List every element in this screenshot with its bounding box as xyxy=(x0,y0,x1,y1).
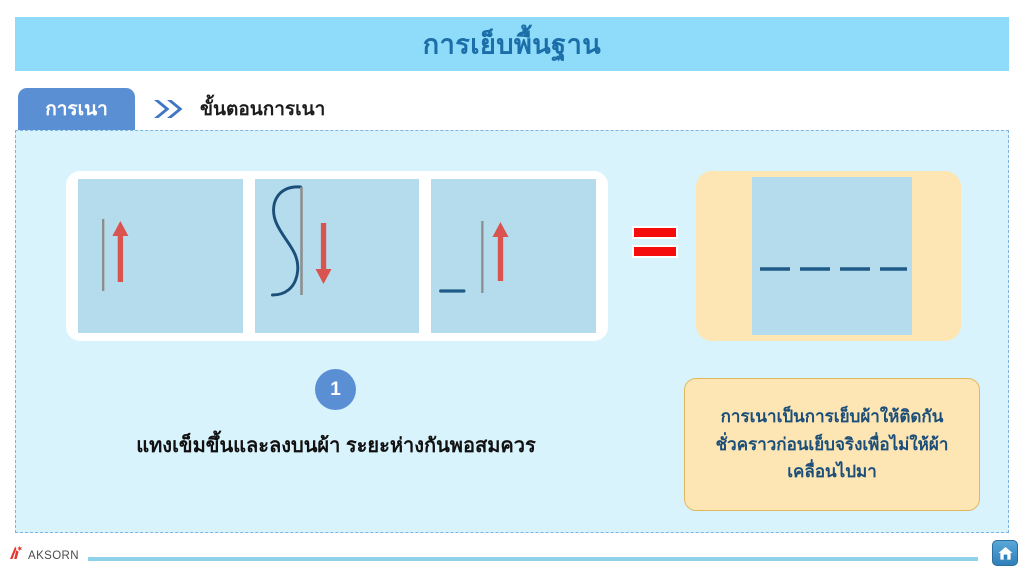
equals-bar-bottom xyxy=(632,245,678,258)
home-button[interactable] xyxy=(992,540,1018,566)
tab-basting[interactable]: การเนา xyxy=(18,88,135,130)
step-number-badge: 1 xyxy=(315,369,356,410)
brand-name: AKSORN xyxy=(28,549,79,562)
header-bar: การเย็บพื้นฐาน xyxy=(15,17,1009,71)
step-caption: แทงเข็มขึ้นและลงบนผ้า ระยะห่างกันพอสมควร xyxy=(136,435,536,457)
brand: AKSORN xyxy=(8,545,79,566)
double-chevron-right-icon xyxy=(152,98,186,120)
content-panel: 1 แทงเข็มขึ้นและลงบนผ้า ระยะห่างกันพอสมค… xyxy=(15,130,1009,533)
note-line-1: การเนาเป็นการเย็บผ้าให้ติดกัน xyxy=(720,407,944,427)
step-panel-3 xyxy=(431,179,597,333)
steps-illustration-card xyxy=(66,171,608,341)
tab-subtitle: ขั้นตอนการเนา xyxy=(200,99,326,120)
equals-bar-top xyxy=(632,226,678,239)
step-panel-2 xyxy=(254,179,420,333)
note-line-2: ชั่วคราวก่อนเย็บจริงเพื่อไม่ให้ผ้า xyxy=(715,434,949,454)
aksorn-logo-icon xyxy=(8,545,24,566)
result-card xyxy=(696,171,961,341)
note-line-3: เคลื่อนไปมา xyxy=(787,462,877,482)
note-text: การเนาเป็นการเย็บผ้าให้ติดกัน ชั่วคราวก่… xyxy=(716,403,949,486)
tab-label: การเนา xyxy=(45,99,108,120)
footer-divider xyxy=(88,557,978,561)
footer: AKSORN xyxy=(0,533,1024,574)
equals-icon xyxy=(632,226,678,262)
step-panel-1 xyxy=(78,179,243,333)
page-title: การเย็บพื้นฐาน xyxy=(422,29,602,60)
note-box: การเนาเป็นการเย็บผ้าให้ติดกัน ชั่วคราวก่… xyxy=(684,378,980,511)
tab-row: การเนา ขั้นตอนการเนา xyxy=(18,88,325,130)
home-icon xyxy=(997,545,1014,562)
result-fabric xyxy=(752,177,912,335)
